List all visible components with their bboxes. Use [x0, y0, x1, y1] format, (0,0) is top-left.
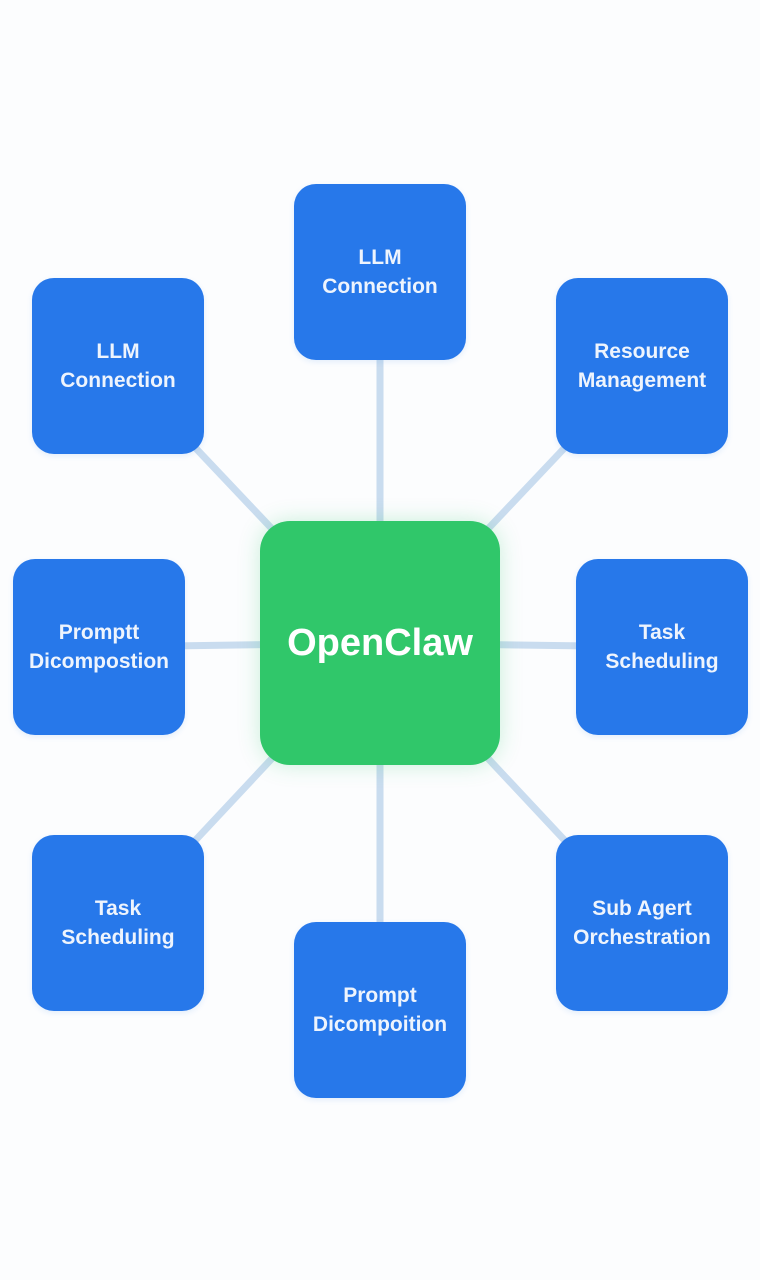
node-label: LLM Connection	[322, 246, 438, 298]
node-sub-agent-orchestration[interactable]: Sub Agert Orchestration	[556, 835, 728, 1011]
node-label: Sub Agert Orchestration	[573, 897, 711, 949]
node-prompt-decomposition-left[interactable]: Promptt Dicompostion	[13, 559, 185, 735]
node-prompt-decomposition-bottom[interactable]: Prompt Dicompoition	[294, 922, 466, 1098]
hub-label: OpenClaw	[287, 621, 473, 664]
node-resource-management[interactable]: Resource Management	[556, 278, 728, 454]
node-label: Resource Management	[577, 340, 707, 392]
node-task-scheduling-right[interactable]: Task Scheduling	[576, 559, 748, 735]
node-label: Promptt Dicompostion	[29, 621, 169, 673]
node-label: Task Scheduling	[605, 621, 719, 673]
node-label: Task Scheduling	[61, 897, 175, 949]
node-label: LLM Connection	[60, 340, 176, 392]
node-llm-connection-top[interactable]: LLM Connection	[294, 184, 466, 360]
node-label: Prompt Dicompoition	[312, 984, 448, 1036]
node-llm-connection-top-left[interactable]: LLM Connection	[32, 278, 204, 454]
hub-node-openclaw[interactable]: OpenClaw	[260, 521, 500, 765]
node-task-scheduling-bottom-left[interactable]: Task Scheduling	[32, 835, 204, 1011]
